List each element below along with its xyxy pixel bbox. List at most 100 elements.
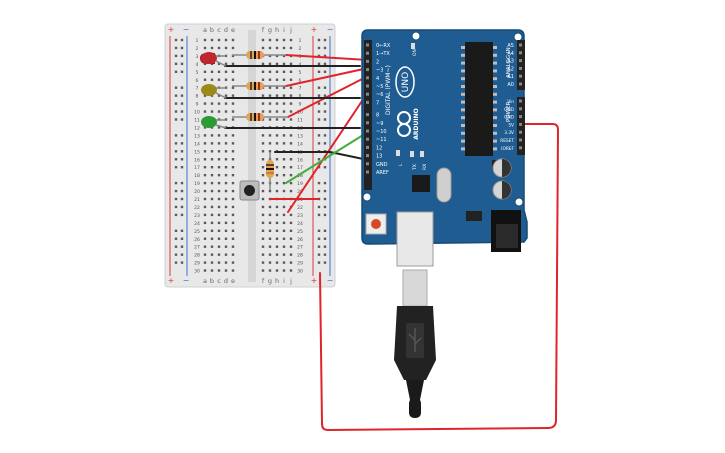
breadboard-hole[interactable] bbox=[210, 158, 214, 161]
breadboard-hole[interactable] bbox=[275, 253, 279, 256]
breadboard-hole[interactable] bbox=[289, 94, 293, 97]
breadboard-hole[interactable] bbox=[231, 237, 235, 240]
breadboard-hole[interactable] bbox=[282, 205, 286, 209]
rail-hole[interactable] bbox=[323, 197, 327, 201]
breadboard-hole[interactable] bbox=[268, 70, 272, 73]
breadboard-hole[interactable] bbox=[224, 110, 228, 113]
breadboard-hole[interactable] bbox=[217, 197, 221, 201]
digital-pin[interactable] bbox=[366, 59, 369, 63]
rail-hole[interactable] bbox=[180, 229, 184, 232]
breadboard-hole[interactable] bbox=[210, 213, 214, 217]
rail-hole[interactable] bbox=[317, 245, 321, 248]
resistor-pulldown[interactable] bbox=[266, 152, 274, 190]
breadboard-hole[interactable] bbox=[261, 173, 265, 177]
rail-hole[interactable] bbox=[317, 46, 321, 50]
breadboard-hole[interactable] bbox=[261, 38, 265, 42]
breadboard-hole[interactable] bbox=[231, 86, 235, 89]
breadboard-hole[interactable] bbox=[275, 213, 279, 217]
breadboard-hole[interactable] bbox=[268, 62, 272, 66]
rail-hole[interactable] bbox=[174, 197, 178, 201]
rail-hole[interactable] bbox=[174, 86, 178, 89]
breadboard-hole[interactable] bbox=[217, 229, 221, 232]
breadboard-hole[interactable] bbox=[203, 213, 207, 217]
rail-hole[interactable] bbox=[323, 166, 327, 169]
breadboard-hole[interactable] bbox=[210, 205, 214, 209]
breadboard-hole[interactable] bbox=[268, 253, 272, 256]
breadboard-hole[interactable] bbox=[282, 110, 286, 113]
rail-hole[interactable] bbox=[317, 261, 321, 264]
rail-hole[interactable] bbox=[323, 142, 327, 145]
breadboard-hole[interactable] bbox=[282, 46, 286, 50]
breadboard-hole[interactable] bbox=[289, 142, 293, 145]
rail-hole[interactable] bbox=[174, 118, 178, 121]
breadboard-hole[interactable] bbox=[275, 94, 279, 97]
power-pin[interactable] bbox=[519, 130, 522, 134]
breadboard-hole[interactable] bbox=[282, 229, 286, 232]
digital-pin[interactable] bbox=[366, 162, 369, 166]
rail-hole[interactable] bbox=[317, 94, 321, 97]
breadboard-hole[interactable] bbox=[224, 213, 228, 217]
breadboard-hole[interactable] bbox=[261, 213, 265, 217]
breadboard-hole[interactable] bbox=[261, 197, 265, 201]
breadboard-hole[interactable] bbox=[261, 46, 265, 50]
breadboard-hole[interactable] bbox=[261, 142, 265, 145]
breadboard-hole[interactable] bbox=[203, 94, 207, 97]
rail-hole[interactable] bbox=[180, 197, 184, 201]
breadboard-hole[interactable] bbox=[268, 221, 272, 225]
breadboard-hole[interactable] bbox=[261, 134, 265, 137]
breadboard-hole[interactable] bbox=[289, 237, 293, 240]
breadboard-hole[interactable] bbox=[203, 134, 207, 137]
breadboard-hole[interactable] bbox=[224, 70, 228, 73]
breadboard-hole[interactable] bbox=[282, 118, 286, 121]
breadboard-hole[interactable] bbox=[217, 205, 221, 209]
breadboard-hole[interactable] bbox=[275, 70, 279, 73]
breadboard-hole[interactable] bbox=[261, 237, 265, 240]
breadboard-hole[interactable] bbox=[224, 205, 228, 209]
power-pin[interactable] bbox=[519, 122, 522, 126]
breadboard-hole[interactable] bbox=[217, 70, 221, 73]
breadboard-hole[interactable] bbox=[289, 166, 293, 169]
resistor-1[interactable] bbox=[232, 51, 286, 59]
breadboard-hole[interactable] bbox=[289, 173, 293, 177]
rail-hole[interactable] bbox=[317, 229, 321, 232]
breadboard-hole[interactable] bbox=[268, 38, 272, 42]
power-pin[interactable] bbox=[519, 115, 522, 119]
breadboard-hole[interactable] bbox=[289, 78, 293, 81]
rail-hole[interactable] bbox=[323, 118, 327, 121]
breadboard-hole[interactable] bbox=[289, 245, 293, 248]
breadboard-hole[interactable] bbox=[275, 46, 279, 50]
breadboard-hole[interactable] bbox=[231, 181, 235, 185]
breadboard-hole[interactable] bbox=[217, 189, 221, 193]
breadboard-hole[interactable] bbox=[289, 118, 293, 121]
rail-hole[interactable] bbox=[180, 189, 184, 193]
breadboard-hole[interactable] bbox=[289, 70, 293, 73]
digital-pin[interactable] bbox=[366, 51, 369, 55]
breadboard-hole[interactable] bbox=[210, 78, 214, 81]
breadboard-hole[interactable] bbox=[203, 189, 207, 193]
rail-hole[interactable] bbox=[174, 110, 178, 113]
breadboard-hole[interactable] bbox=[210, 70, 214, 73]
breadboard-hole[interactable] bbox=[268, 245, 272, 248]
digital-pin[interactable] bbox=[366, 129, 369, 133]
breadboard-hole[interactable] bbox=[224, 197, 228, 201]
breadboard-hole[interactable] bbox=[224, 253, 228, 256]
rail-hole[interactable] bbox=[317, 102, 321, 105]
analog-pin[interactable] bbox=[519, 59, 522, 63]
breadboard-hole[interactable] bbox=[224, 62, 228, 66]
breadboard-hole[interactable] bbox=[282, 142, 286, 145]
breadboard-hole[interactable] bbox=[275, 237, 279, 240]
rail-hole[interactable] bbox=[174, 54, 178, 58]
breadboard-hole[interactable] bbox=[210, 253, 214, 256]
breadboard-hole[interactable] bbox=[268, 86, 272, 89]
rail-hole[interactable] bbox=[180, 86, 184, 89]
breadboard-hole[interactable] bbox=[231, 46, 235, 50]
breadboard-hole[interactable] bbox=[231, 78, 235, 81]
breadboard-hole[interactable] bbox=[261, 261, 265, 264]
analog-pin[interactable] bbox=[519, 66, 522, 70]
breadboard-hole[interactable] bbox=[224, 221, 228, 225]
breadboard-hole[interactable] bbox=[217, 62, 221, 66]
breadboard-hole[interactable] bbox=[224, 102, 228, 105]
power-pin[interactable] bbox=[519, 99, 522, 103]
power-pin[interactable] bbox=[519, 146, 522, 150]
breadboard-hole[interactable] bbox=[224, 150, 228, 153]
